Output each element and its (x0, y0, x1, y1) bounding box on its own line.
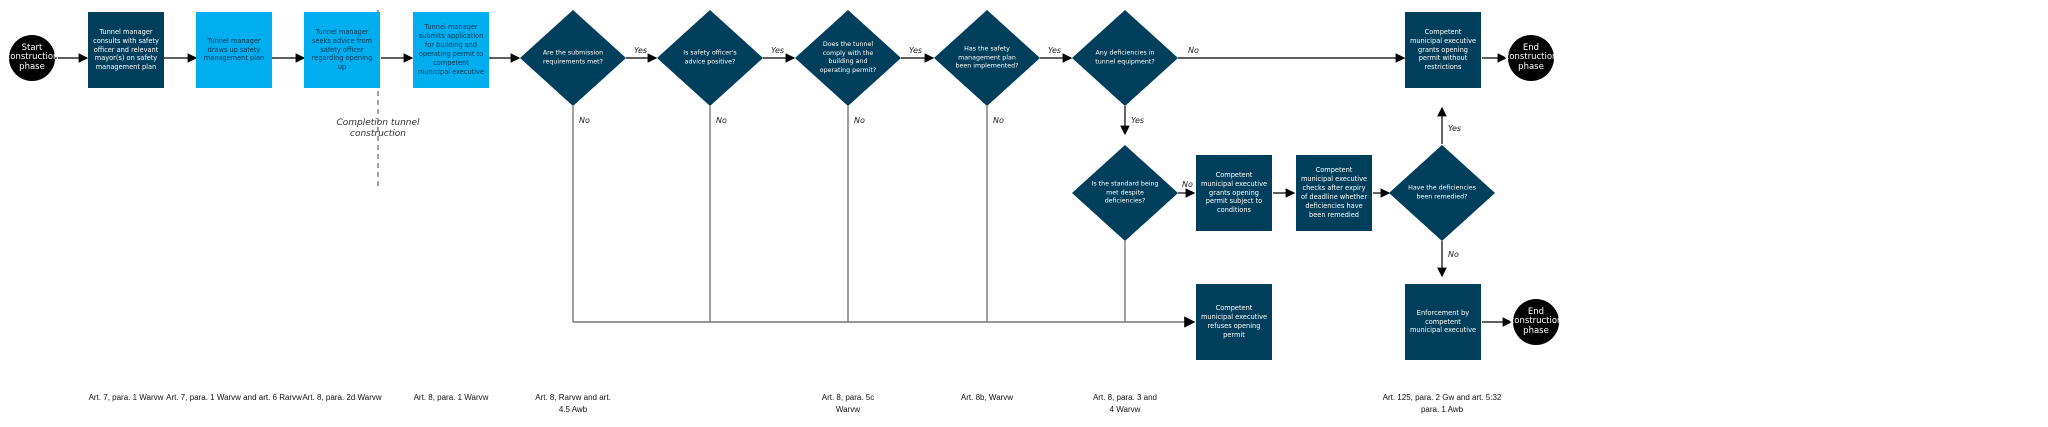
step-grant-full: Competent municipal executive grants ope… (1405, 12, 1481, 88)
decision-d5 (1072, 10, 1178, 106)
step-draw-plan: Tunnel manager draws up safety managemen… (196, 12, 272, 88)
legal-ref: Art. 8, Rarvw and art. 4.5 Awb (535, 393, 611, 414)
decision-text: Are the submission requirements met? (542, 49, 604, 66)
step-submit: Tunnel manager submits application for b… (413, 12, 489, 88)
step-consult: Tunnel manager consults with safety offi… (88, 12, 164, 88)
step-check: Competent municipal executive checks aft… (1296, 155, 1372, 231)
decision-d3 (795, 10, 901, 106)
no-label: No (1188, 46, 1199, 55)
yes-label: Yes (634, 46, 648, 55)
yes-label: Yes (1448, 124, 1462, 133)
no-label: No (1448, 250, 1459, 259)
no-label: No (993, 116, 1004, 125)
yes-label: Yes (909, 46, 923, 55)
legal-ref: Art. 8, para. 2d Warvw (302, 393, 382, 402)
decision-text: Has the safety management plan been impl… (955, 45, 1019, 70)
legal-ref: Art. 7, para. 1 Warvw and art. 6 Rarvw (166, 393, 302, 402)
start-terminal: Start construction phase (6, 35, 58, 81)
decision-d1 (520, 10, 626, 106)
legal-ref: Art. 7, para. 1 Warvw (88, 393, 164, 402)
decision-text: Any deficiencies in tunnel equipment? (1095, 49, 1155, 66)
step-refuse: Competent municipal executive refuses op… (1196, 284, 1272, 360)
decision-text: Is the standard being met despite defici… (1091, 180, 1159, 205)
decision-d2 (657, 10, 763, 106)
legal-ref: Art. 8, para. 1 Warvw (413, 393, 489, 402)
step-enforce: Enforcement by competent municipal execu… (1405, 284, 1481, 360)
no-label: No (1182, 180, 1193, 189)
no-label: No (716, 116, 727, 125)
no-label: No (579, 116, 590, 125)
legal-ref: Art. 8, para. 3 and 4 Warvw (1092, 393, 1158, 414)
legal-ref: Art. 8b, Warvw (960, 393, 1014, 402)
decision-text: Is safety officer's advice positive? (683, 49, 737, 66)
decision-d6 (1072, 145, 1178, 241)
decision-d7 (1389, 145, 1495, 241)
step-grant-conditions: Competent municipal executive grants ope… (1196, 155, 1272, 231)
yes-label: Yes (1131, 116, 1145, 125)
decision-d4 (934, 10, 1040, 106)
yes-label: Yes (771, 46, 785, 55)
decision-text: Does the tunnel comply with the building… (819, 41, 877, 74)
end-terminal-2: End construction phase (1510, 299, 1562, 345)
end-terminal-1: End construction phase (1505, 35, 1557, 81)
no-label: No (854, 116, 865, 125)
legal-ref: Art. 125, para. 2 Gw and art. 5:32 para.… (1382, 393, 1502, 414)
yes-label: Yes (1048, 46, 1062, 55)
phase-note: Completion tunnel construction (336, 118, 420, 139)
decision-text: Have the deficiencies been remedied? (1408, 184, 1476, 201)
legal-ref: Art. 8, para. 5c Warvw (821, 393, 875, 414)
step-seek-advice: Tunnel manager seeks advice from safety … (304, 12, 380, 88)
